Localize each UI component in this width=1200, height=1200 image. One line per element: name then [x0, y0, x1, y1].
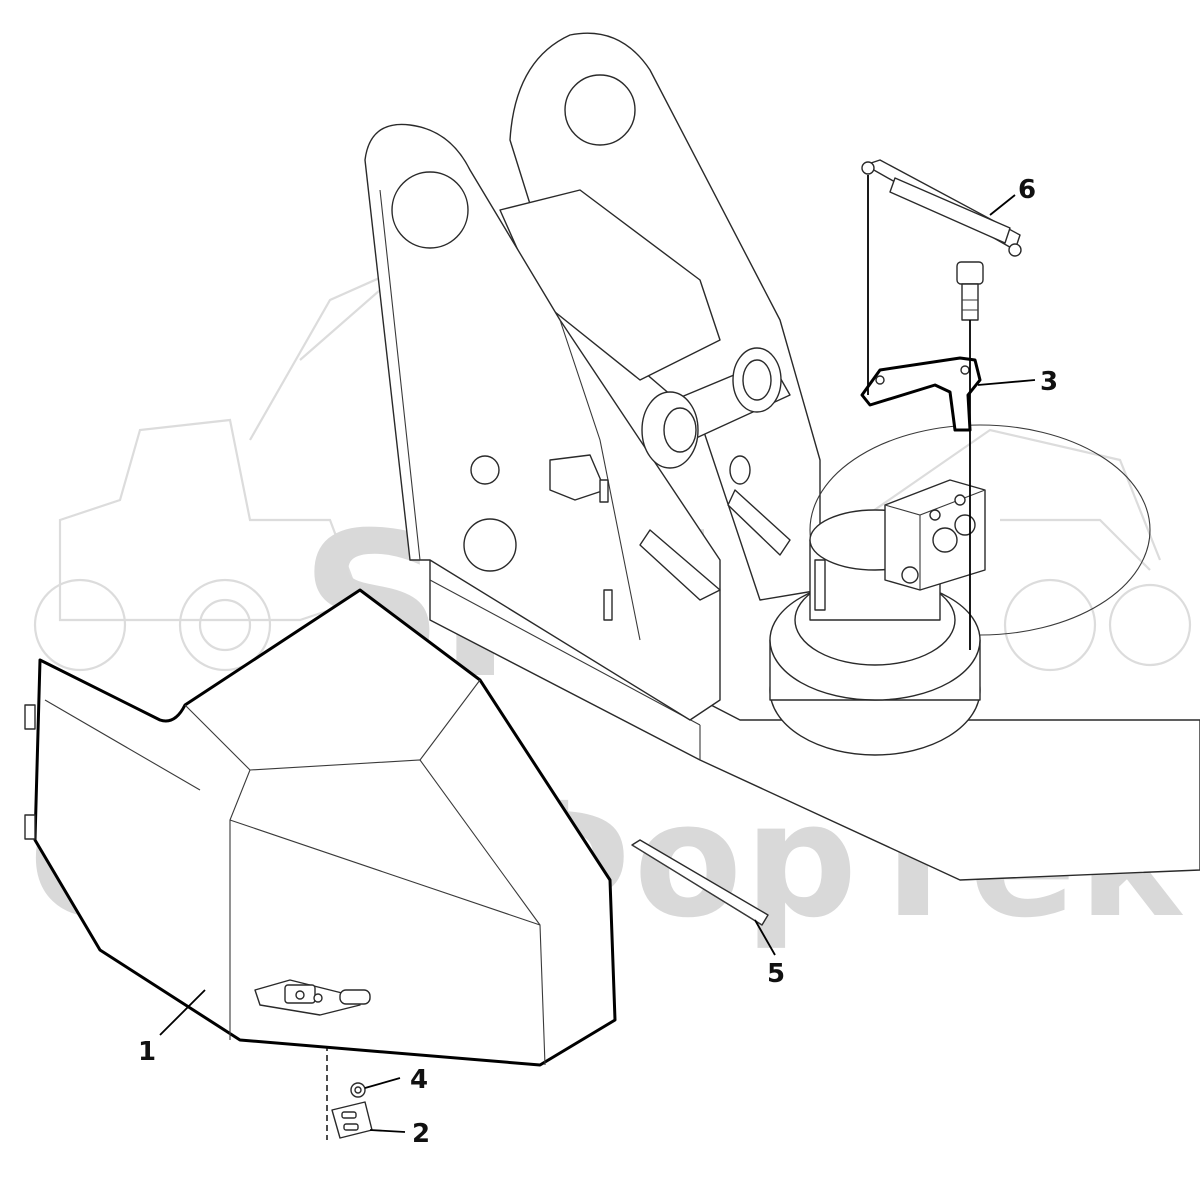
key-bar — [631, 839, 769, 926]
callout-1: 1 — [138, 1037, 156, 1067]
leader-lines — [159, 194, 1036, 1133]
callout-2: 2 — [412, 1119, 430, 1149]
assembly-lines — [326, 175, 971, 1140]
callout-4: 4 — [410, 1065, 428, 1095]
callout-3: 3 — [1040, 367, 1058, 397]
callout-6: 6 — [1018, 175, 1036, 205]
swivel-joint — [769, 424, 1151, 756]
bracket — [860, 356, 982, 432]
callout-5: 5 — [767, 959, 785, 989]
callouts: 1 2 3 4 5 6 — [138, 175, 1058, 1149]
nut — [350, 1082, 366, 1098]
latch — [254, 979, 371, 1016]
cover — [24, 588, 617, 1067]
gas-strut — [861, 159, 1022, 257]
bolt — [956, 261, 984, 321]
catch-plate — [331, 1101, 373, 1139]
